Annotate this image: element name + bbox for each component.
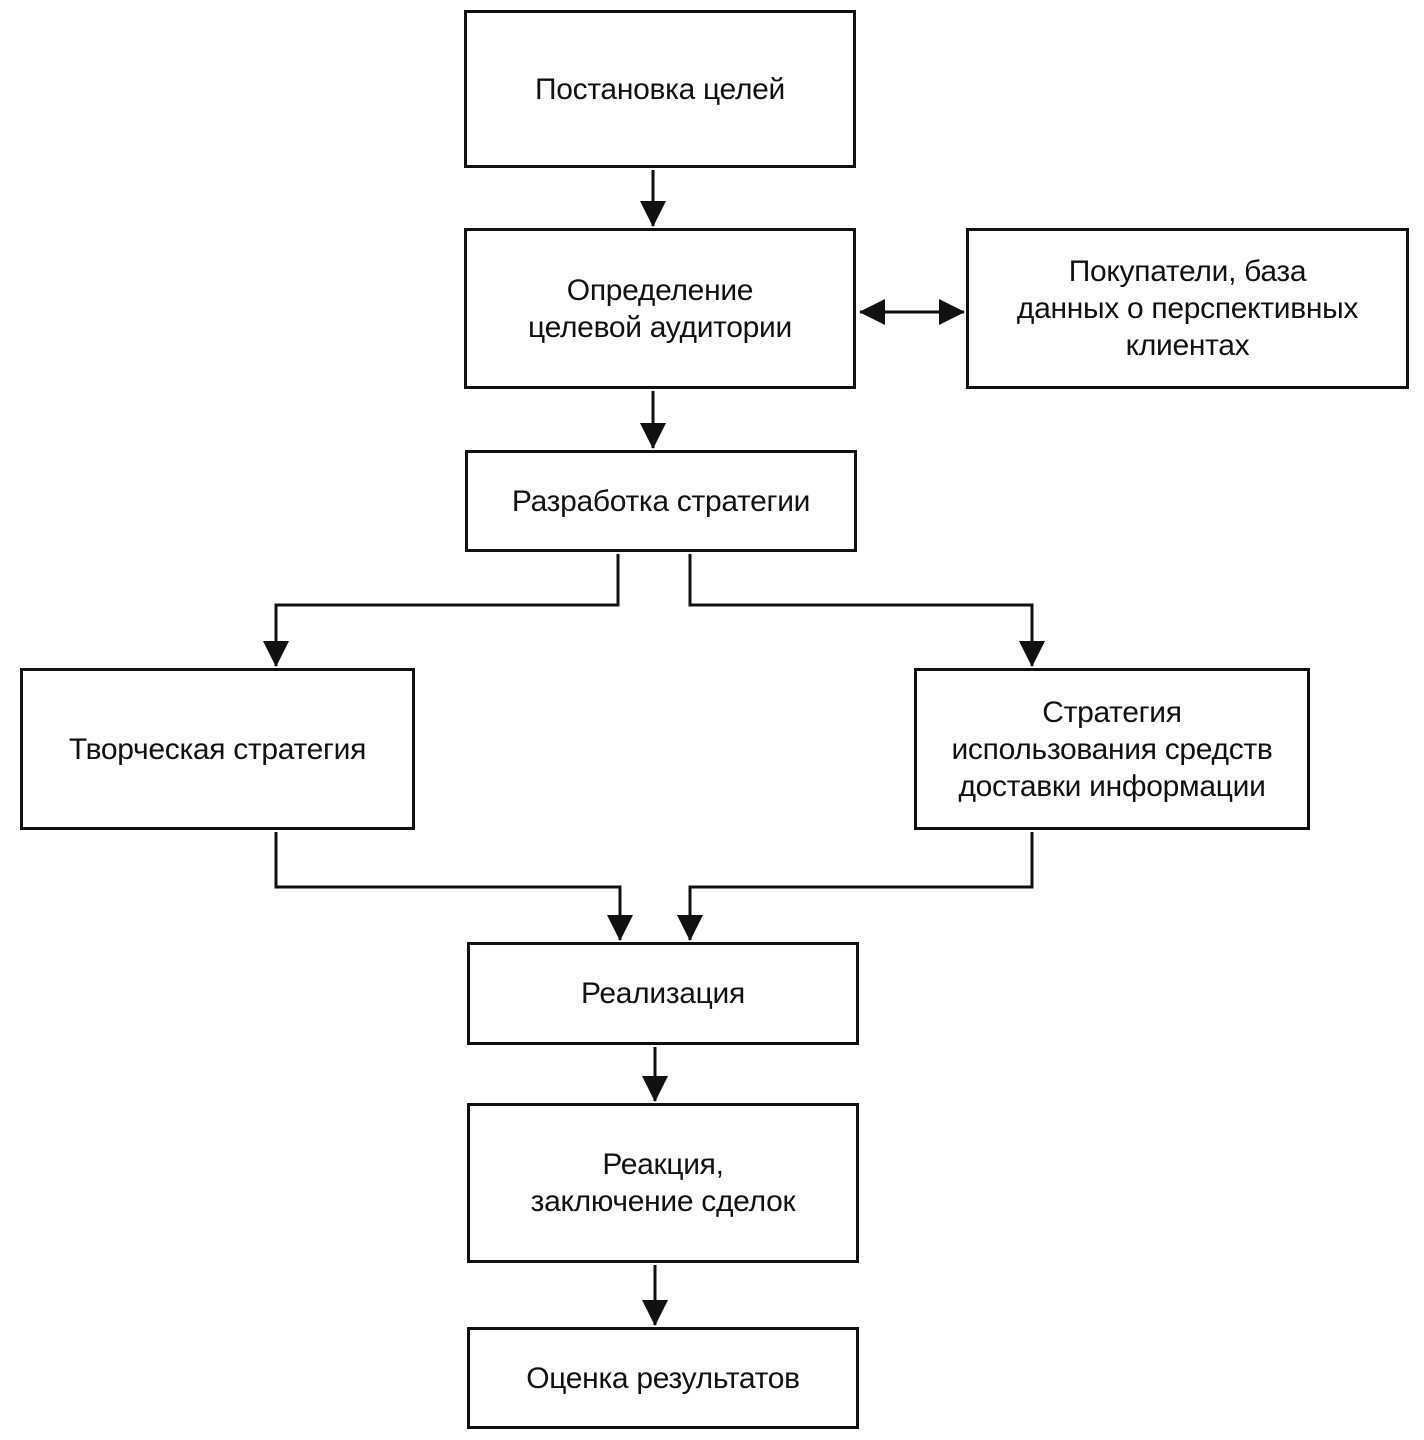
node-goal-setting-label: Постановка целей bbox=[534, 72, 785, 106]
node-reaction-label: Реакция, заключение сделок bbox=[530, 1148, 796, 1218]
node-implementation-label: Реализация bbox=[581, 977, 745, 1010]
node-customer-database: Покупатели, база данных о перспективных … bbox=[966, 228, 1409, 389]
node-target-audience-label: Определение целевой аудитории bbox=[528, 273, 792, 344]
node-media-strategy: Стратегия использования средств доставки… bbox=[914, 668, 1310, 830]
arrow-creative-to-implementation bbox=[274, 832, 633, 941]
arrow-strategy-to-media bbox=[688, 554, 1045, 667]
node-evaluation: Оценка результатов bbox=[467, 1327, 859, 1429]
node-media-strategy-label: Стратегия использования средств доставки… bbox=[951, 695, 1273, 803]
node-implementation: Реализация bbox=[467, 942, 859, 1045]
node-strategy-development-label: Разработка стратегии bbox=[511, 484, 811, 518]
node-reaction: Реакция, заключение сделок bbox=[467, 1103, 859, 1263]
node-creative-strategy-label: Творческая стратегия bbox=[68, 732, 367, 766]
node-target-audience: Определение целевой аудитории bbox=[464, 228, 856, 389]
node-customer-database-label: Покупатели, база данных о перспективных … bbox=[1016, 255, 1359, 362]
node-creative-strategy: Творческая стратегия bbox=[20, 668, 415, 830]
node-strategy-development: Разработка стратегии bbox=[465, 450, 857, 552]
arrow-media-to-implementation bbox=[677, 832, 1034, 941]
node-evaluation-label: Оценка результатов bbox=[526, 1361, 800, 1395]
arrow-strategy-to-creative bbox=[263, 554, 620, 667]
node-goal-setting: Постановка целей bbox=[464, 10, 856, 168]
